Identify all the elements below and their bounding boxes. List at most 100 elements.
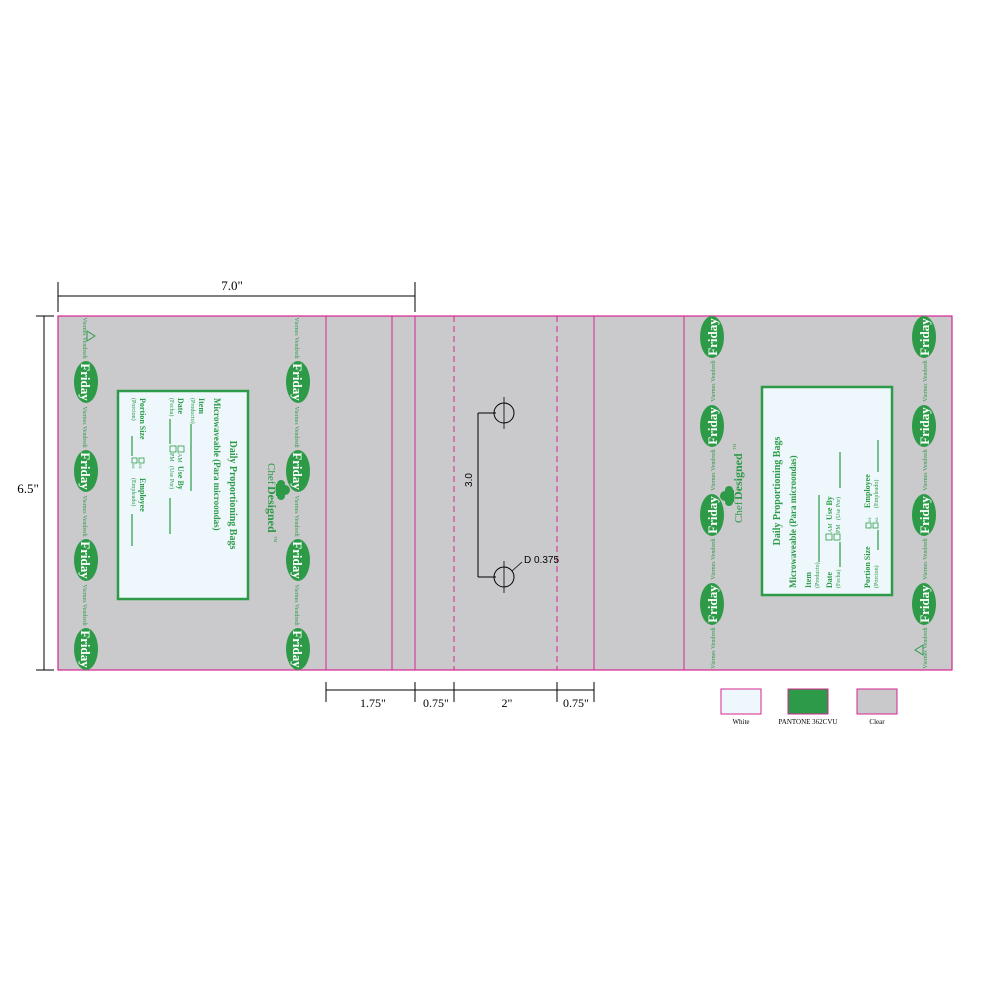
day-translation: Viernes Vendredi xyxy=(293,584,299,626)
day-translation: Viernes Vendredi xyxy=(923,627,929,669)
item-label: Item xyxy=(197,398,206,414)
day-translation: Viernes Vendredi xyxy=(711,360,717,402)
day-translation: Viernes Vendredi xyxy=(923,360,929,402)
friday-oval-label: Friday xyxy=(917,585,932,623)
hole-spacing-label: 3.0 xyxy=(464,473,475,487)
friday-oval-label: Friday xyxy=(78,452,93,490)
friday-oval: Friday xyxy=(74,361,98,403)
friday-oval-label: Friday xyxy=(290,363,305,401)
portion-label: Portion Size xyxy=(138,398,147,440)
friday-oval: Friday xyxy=(286,539,310,581)
use-by-es: (Use Por) xyxy=(168,466,175,489)
friday-oval: Friday xyxy=(286,450,310,492)
friday-oval-label: Friday xyxy=(917,318,932,356)
hanger-holes: 3.0 D 0.375 xyxy=(464,397,559,593)
pantone-swatch xyxy=(787,688,829,715)
day-translation: Viernes Vendredi xyxy=(293,317,299,359)
day-translation: Viernes Vendredi xyxy=(711,449,717,491)
recycle-icon xyxy=(86,330,96,342)
employee-label: Employee xyxy=(863,474,872,508)
date-label: Date xyxy=(176,398,185,414)
date-es: (Fecha) xyxy=(835,570,842,588)
friday-oval-label: Friday xyxy=(705,585,720,623)
friday-oval: Friday xyxy=(912,494,936,536)
pm-label: PM xyxy=(836,524,842,533)
color-legend: White PANTONE 362CVU Clear xyxy=(720,688,898,726)
recycle-icon xyxy=(914,644,924,656)
item-label: Item xyxy=(804,572,813,588)
friday-oval-label: Friday xyxy=(290,541,305,579)
friday-oval: Friday xyxy=(912,316,936,358)
friday-oval: Friday xyxy=(74,539,98,581)
width-label: 7.0" xyxy=(221,278,243,293)
brand-tm: TM xyxy=(273,536,278,542)
date-label: Date xyxy=(825,572,834,588)
day-translation: Viernes Vendredi xyxy=(81,317,87,359)
friday-oval-label: Friday xyxy=(78,363,93,401)
brand-name: Designed xyxy=(265,486,279,533)
white-legend-label: White xyxy=(732,718,749,726)
label-subtitle: Microwaveable (Para microondas) xyxy=(212,398,222,531)
oz-label: oz xyxy=(137,464,142,470)
ea-label: ea xyxy=(130,464,135,469)
label-panel: Daily Proportioning Bags Microwaveable (P… xyxy=(760,385,894,597)
friday-oval: Friday xyxy=(700,494,724,536)
friday-oval: Friday xyxy=(74,450,98,492)
gusset-dim-label: 1.75" xyxy=(360,696,386,710)
oz-label: oz xyxy=(868,517,873,523)
employee-es: (Empleado) xyxy=(130,478,137,506)
friday-oval: Friday xyxy=(286,628,310,670)
height-dimension: 6.5" xyxy=(17,315,54,671)
friday-oval-label: Friday xyxy=(705,407,720,445)
day-translation: Viernes Vendredi xyxy=(81,495,87,537)
am-label: AM xyxy=(828,523,834,533)
friday-oval-label: Friday xyxy=(917,496,932,534)
friday-oval: Friday xyxy=(912,405,936,447)
day-translation: Viernes Vendredi xyxy=(293,406,299,448)
flap-left-dim-label: 0.75" xyxy=(423,696,449,710)
portion-es: (Porcion) xyxy=(130,398,137,421)
friday-oval: Friday xyxy=(286,361,310,403)
friday-oval-label: Friday xyxy=(705,496,720,534)
day-translation: Viernes Vendredi xyxy=(923,538,929,580)
portion-label: Portion Size xyxy=(863,546,872,588)
label-subtitle: Microwaveable (Para microondas) xyxy=(788,455,798,588)
item-es: (Producto) xyxy=(189,398,196,424)
use-by-es: (Use Por) xyxy=(835,497,842,520)
hole-diameter-label: D 0.375 xyxy=(524,555,559,566)
label-panel: Daily Proportioning Bags Microwaveable (P… xyxy=(116,389,250,601)
day-translation: Viernes Vendredi xyxy=(923,449,929,491)
brand-tm: TM xyxy=(732,444,737,450)
friday-oval: Friday xyxy=(912,583,936,625)
friday-oval-label: Friday xyxy=(78,630,93,668)
height-label: 6.5" xyxy=(17,481,39,496)
date-es: (Fecha) xyxy=(168,398,175,416)
label-title: Daily Proportioning Bags xyxy=(772,437,783,546)
brand-prefix: Chef xyxy=(733,501,745,523)
portion-es: (Porcion) xyxy=(873,565,880,588)
pantone-legend-label: PANTONE 362CVU xyxy=(779,718,838,726)
brand-prefix: Chef xyxy=(265,463,277,485)
day-translation: Viernes Vendredi xyxy=(81,406,87,448)
use-by-label: Use By xyxy=(825,496,834,520)
friday-oval-label: Friday xyxy=(917,407,932,445)
friday-oval: Friday xyxy=(700,405,724,447)
label-title: Daily Proportioning Bags xyxy=(227,441,238,550)
center-dim-label: 2" xyxy=(502,696,513,710)
item-es: (Producto) xyxy=(814,562,821,588)
friday-oval-label: Friday xyxy=(705,318,720,356)
ea-label: ea xyxy=(875,517,880,522)
friday-oval: Friday xyxy=(700,316,724,358)
use-by-label: Use By xyxy=(176,466,185,490)
am-label: AM xyxy=(176,453,182,463)
pm-label: PM xyxy=(168,453,174,462)
white-swatch xyxy=(720,688,762,715)
width-dimension: 7.0" xyxy=(57,278,416,312)
day-translation: Viernes Vendredi xyxy=(711,627,717,669)
